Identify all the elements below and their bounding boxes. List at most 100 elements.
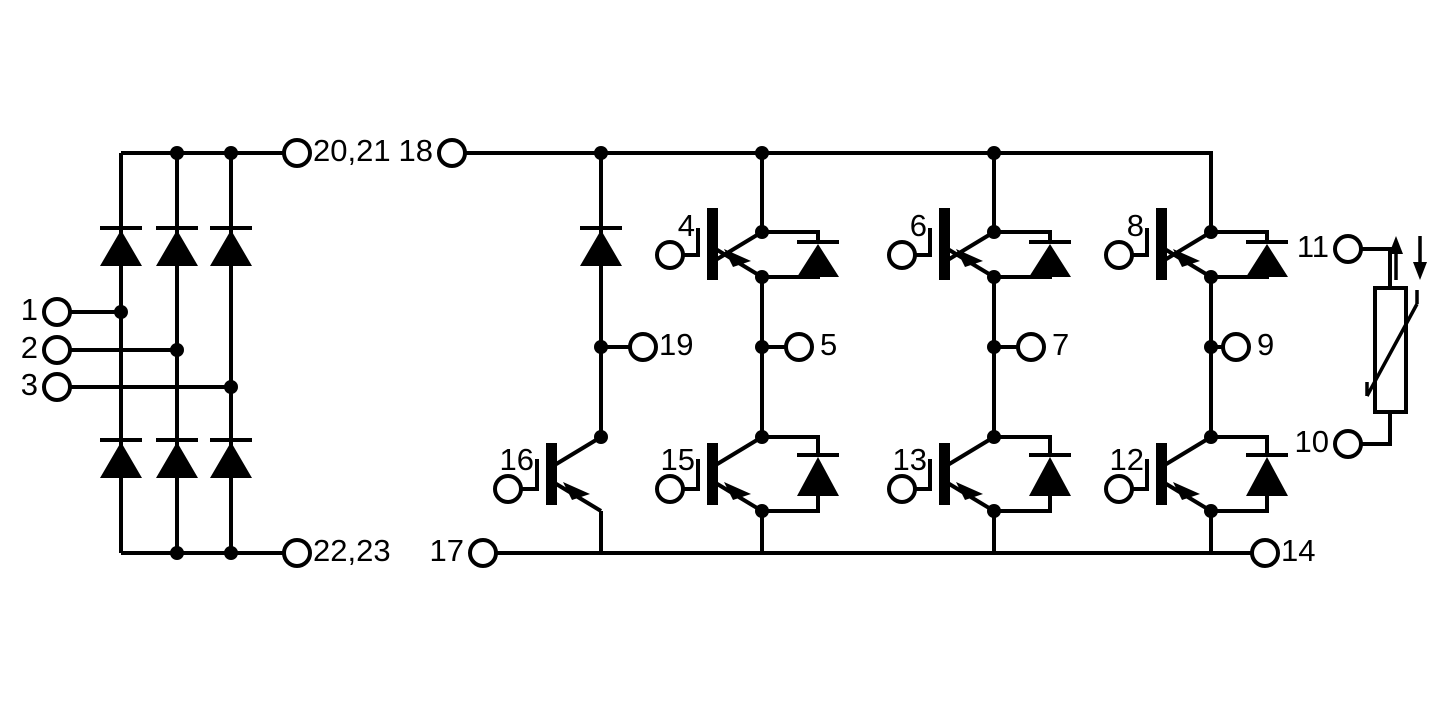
igbt-6-collector-lead <box>944 230 996 263</box>
brake-chopper-leg: 19 16 <box>493 146 693 553</box>
igbt-16-emitter-arrow <box>563 482 590 500</box>
igbt-15-freewheel-diode <box>762 435 839 513</box>
terminal-ntc-bottom-label: 10 <box>1295 424 1329 459</box>
igbt-8-gate-lead <box>1132 228 1149 257</box>
junction-dot <box>170 546 184 560</box>
terminal-dc-plus-inverter[interactable] <box>437 138 467 168</box>
terminal-gate-16[interactable] <box>493 474 523 504</box>
igbt-16-gate-lead <box>521 459 539 491</box>
ntc-top-lead <box>1361 247 1392 288</box>
terminal-gate-15-label: 15 <box>661 442 695 477</box>
igbt-8-high-w: 8 <box>1104 208 1288 284</box>
terminal-gate-12-label: 12 <box>1110 442 1144 477</box>
igbt-13-low-v: 13 <box>887 430 1071 553</box>
igbt-12-gate-lead <box>1132 459 1149 491</box>
terminal-phase-w[interactable] <box>1221 332 1251 362</box>
inverter-dc-plus-bus <box>456 151 1213 232</box>
rectifier-diode-d1-upper <box>100 226 142 266</box>
phase-leg-u: 4 5 <box>655 146 839 553</box>
igbt-6-freewheel-diode <box>994 230 1071 279</box>
terminal-ntc-top-label: 11 <box>1297 229 1329 264</box>
terminal-gate-4-label: 4 <box>678 208 695 243</box>
junction-dot <box>224 546 238 560</box>
terminal-phase-w-label: 9 <box>1257 327 1274 362</box>
terminal-dc-minus-right-label: 14 <box>1281 533 1315 568</box>
terminal-dc-minus-inverter-label: 17 <box>430 533 464 568</box>
terminal-gate-8-label: 8 <box>1127 208 1144 243</box>
terminal-phase-v[interactable] <box>1016 332 1046 362</box>
rectifier-diode-d2-upper <box>156 226 198 266</box>
igbt-8-freewheel-diode <box>1211 230 1288 279</box>
terminal-phase-v-label: 7 <box>1052 327 1069 362</box>
igbt-6-emitter-arrow <box>956 249 983 267</box>
phase-leg-w: 8 9 <box>1104 208 1288 553</box>
terminal-brake-output[interactable] <box>628 332 658 362</box>
terminal-gate-15[interactable] <box>655 474 685 504</box>
igbt-12-gate-bar <box>1156 443 1167 505</box>
brake-diode <box>580 226 622 266</box>
terminal-dc-plus-rectifier-label: 20,21 <box>313 133 391 168</box>
igbt-13-emitter-arrow <box>956 482 983 500</box>
inverter-section: 18 17 14 19 <box>399 133 1316 568</box>
junction-dot <box>594 146 608 160</box>
terminal-ntc-top[interactable] <box>1333 234 1363 264</box>
igbt-13-gate-lead <box>915 459 932 491</box>
terminal-ac-2-label: 2 <box>21 330 38 365</box>
igbt-4-collector-lead <box>712 230 764 263</box>
junction-dot <box>224 146 238 160</box>
ntc-arrow-up-head <box>1389 236 1403 254</box>
igbt-4-high-u: 4 <box>655 208 839 284</box>
igbt-6-gate-lead <box>915 228 932 257</box>
igbt-15-emitter-arrow <box>724 482 751 500</box>
igbt-15-gate-lead <box>683 459 700 491</box>
terminal-phase-u-label: 5 <box>820 327 837 362</box>
terminal-dc-minus-inverter[interactable] <box>468 538 498 568</box>
terminal-dc-minus-right[interactable] <box>1250 538 1280 568</box>
igbt-6-gate-bar <box>939 208 950 280</box>
igbt-15-gate-bar <box>707 443 718 505</box>
terminal-gate-12[interactable] <box>1104 474 1134 504</box>
rectifier-diode-d4-lower <box>100 438 142 478</box>
terminal-ac-2[interactable] <box>42 335 72 365</box>
junction-dot <box>170 343 184 357</box>
igbt-16-gate-bar <box>546 443 557 505</box>
igbt-4-emitter-arrow <box>724 249 751 267</box>
ntc-bottom-lead <box>1361 412 1392 446</box>
terminal-ntc-bottom[interactable] <box>1333 429 1363 459</box>
igbt-12-freewheel-diode <box>1211 435 1288 513</box>
terminal-gate-6[interactable] <box>887 240 917 270</box>
igbt-4-gate-bar <box>707 208 718 280</box>
junction-dot <box>594 430 608 444</box>
igbt-13-gate-bar <box>939 443 950 505</box>
igbt-8-gate-bar <box>1156 208 1167 280</box>
igbt-13-collector-lead <box>944 435 996 468</box>
terminal-gate-8[interactable] <box>1104 240 1134 270</box>
terminal-gate-13[interactable] <box>887 474 917 504</box>
igbt-15-low-u: 15 <box>655 430 839 553</box>
junction-dot <box>224 380 238 394</box>
ntc-arrow-down-head <box>1413 262 1427 280</box>
terminal-dc-plus-rectifier[interactable] <box>282 138 312 168</box>
terminal-phase-u[interactable] <box>784 332 814 362</box>
igbt-16-collector-lead <box>551 435 603 468</box>
igbt-6-high-v: 6 <box>887 208 1071 284</box>
igbt-8-emitter-arrow <box>1173 249 1200 267</box>
igbt-15-collector-lead <box>712 435 764 468</box>
terminal-gate-13-label: 13 <box>893 442 927 477</box>
igbt-4-gate-lead <box>683 228 700 257</box>
rectifier-section: 1 2 3 20,21 22,23 <box>21 133 391 568</box>
terminal-dc-plus-inverter-label: 18 <box>399 133 433 168</box>
terminal-ac-1-label: 1 <box>21 292 38 327</box>
terminal-gate-6-label: 6 <box>910 208 927 243</box>
ntc-variability-slash <box>1365 290 1419 397</box>
terminal-ac-3[interactable] <box>42 372 72 402</box>
igbt-4-freewheel-diode <box>762 230 839 279</box>
rectifier-diode-d3-upper <box>210 226 252 266</box>
igbt-12-low-w: 12 <box>1104 430 1288 553</box>
terminal-dc-minus-rectifier[interactable] <box>282 538 312 568</box>
terminal-gate-4[interactable] <box>655 240 685 270</box>
terminal-ac-1[interactable] <box>42 297 72 327</box>
phase-leg-v: 6 7 <box>887 146 1071 553</box>
